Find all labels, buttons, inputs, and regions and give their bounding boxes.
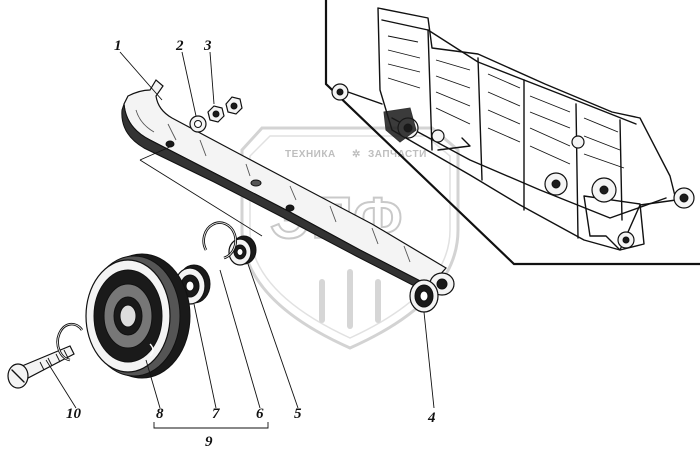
part-6-snap-ring [202, 221, 237, 260]
callout-9: 9 [205, 434, 213, 450]
callout-3: 3 [203, 38, 212, 54]
callout-2: 2 [175, 38, 184, 54]
watermark-brand-right: ЗАПЧАСТИ [368, 149, 427, 160]
callout-6: 6 [256, 406, 264, 422]
retaining-ring [56, 322, 84, 362]
watermark-brand-left: ТЕХНИКА [285, 149, 336, 160]
part-10-bolt [7, 345, 75, 389]
callout-7: 7 [212, 406, 220, 422]
callout-10: 10 [66, 406, 82, 422]
part-4-bearing [409, 279, 439, 313]
callout-5: 5 [294, 406, 302, 422]
watermark-wheat-icon [319, 269, 381, 329]
inset-border [324, 0, 700, 266]
part-1-swing-arm [121, 79, 455, 296]
callout-4: 4 [427, 410, 436, 426]
machine-inset [324, 0, 700, 266]
part-3-nuts [207, 96, 243, 123]
callout-8: 8 [156, 406, 164, 422]
watermark-gear-icon: ✲ [352, 149, 361, 160]
callouts: 1 2 3 4 5 6 7 8 9 10 [66, 38, 436, 450]
callout-1: 1 [114, 38, 122, 54]
leader-lines [45, 51, 435, 429]
part-8-pulley [85, 253, 191, 379]
part-2-washer [189, 115, 207, 133]
